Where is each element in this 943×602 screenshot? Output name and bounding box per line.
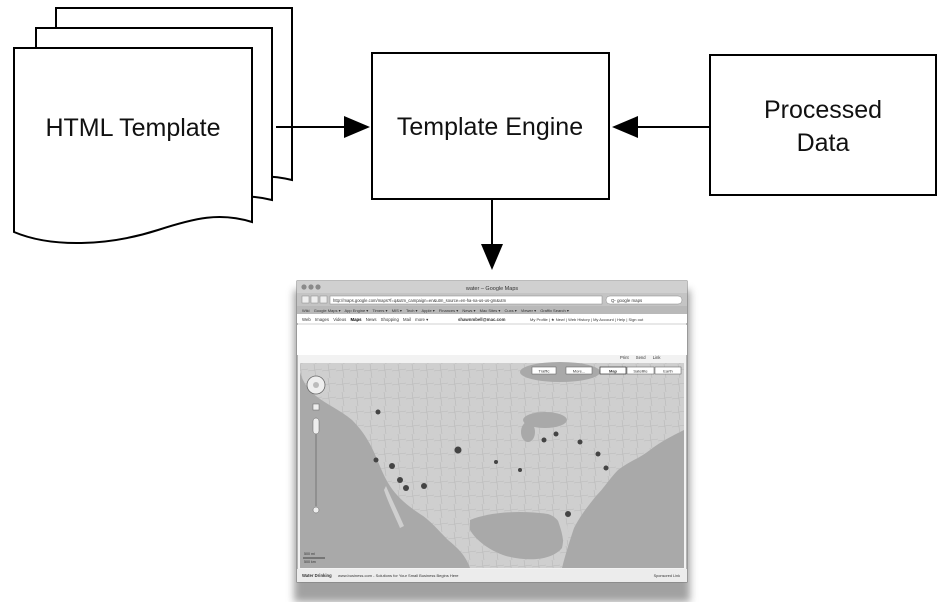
zoom-slider-thumb <box>312 417 320 435</box>
window-minimize-icon <box>308 284 314 290</box>
google-bar: Web Images Videos Maps News Shopping Mai… <box>302 317 429 322</box>
google-bar-item: Mail <box>403 317 411 322</box>
html-template-label: HTML Template <box>45 114 220 142</box>
document-front-sheet <box>13 47 253 245</box>
output-screenshot: water – Google Maps http://maps.google.c… <box>294 280 690 602</box>
link-link: Link <box>653 355 662 360</box>
sponsored-link-text: www.business.com - Solutions for Your Sm… <box>338 573 459 578</box>
bookmark-item: Google Maps ▾ <box>314 308 341 313</box>
map-pin-icon <box>603 465 609 471</box>
window-zoom-icon <box>315 284 321 290</box>
bookmark-item: Graffix Search ▾ <box>540 308 569 313</box>
arrowhead-icon <box>481 244 503 270</box>
processed-data-node: Processed Data <box>709 54 937 196</box>
forward-button <box>310 295 319 304</box>
google-bar-item: Web <box>302 317 311 322</box>
map-pin-icon <box>553 431 559 437</box>
scale-km: 500 km <box>304 560 316 564</box>
map-pin-icon <box>403 485 409 491</box>
processed-data-label-line1: Processed <box>764 96 882 124</box>
map-pin-icon <box>397 477 403 483</box>
map-pin-icon <box>577 439 583 445</box>
arrow-data-to-engine <box>612 116 710 138</box>
back-button <box>301 295 310 304</box>
map-pin-icon <box>389 463 395 469</box>
send-link: Send <box>636 355 646 360</box>
account-links: My Profile | ★ New! | Web History | My A… <box>530 317 644 322</box>
map-area: Traffic More... Map Satellite Earth 500 … <box>300 362 684 568</box>
search-field-text: Q- google maps <box>611 298 643 303</box>
address-bar <box>329 295 603 305</box>
map-pin-icon <box>454 446 462 454</box>
google-bar-item: Shopping <box>381 317 400 322</box>
zoom-in-icon <box>312 403 320 411</box>
earth-button-label: Earth <box>663 369 673 374</box>
more-button-label: More... <box>573 369 585 374</box>
google-bar-item: Images <box>315 317 329 322</box>
bookmark-item: App Engine ▾ <box>345 308 369 313</box>
arrow-template-to-engine <box>276 116 370 138</box>
gulf-of-mexico <box>470 512 564 560</box>
window-title: water – Google Maps <box>465 286 519 292</box>
bookmark-item: News ▾ <box>462 308 475 313</box>
bookmark-item: Mac Sites ▾ <box>480 308 501 313</box>
arrowhead-icon <box>612 116 638 138</box>
bookmark-item: Wiki <box>302 308 310 313</box>
template-engine-label: Template Engine <box>397 113 583 141</box>
print-link: Print <box>620 355 629 360</box>
html-template-node: HTML Template <box>13 7 293 245</box>
scale-miles: 500 mi <box>304 552 315 556</box>
bookmark-item: MIS ▾ <box>392 308 402 313</box>
add-bookmark-button <box>319 295 328 304</box>
map-pin-icon <box>595 451 601 457</box>
map-pin-icon <box>518 468 522 472</box>
sponsored-link-title: Water Drinking <box>302 573 332 578</box>
window-close-icon <box>301 284 307 290</box>
google-bar-item: Videos <box>333 317 346 322</box>
map-pin-icon <box>541 437 547 443</box>
traffic-button <box>531 366 557 375</box>
sponsored-link-label: Sponsored Link <box>654 574 680 578</box>
google-bar-item: News <box>366 317 377 322</box>
bookmark-item: Tech ▾ <box>406 308 418 313</box>
bookmark-item: Finances ▾ <box>439 308 458 313</box>
traffic-button-label: Traffic <box>539 369 550 374</box>
account-email: shawnmbell@mac.com <box>458 317 506 322</box>
map-links: Print Send Link <box>620 355 661 360</box>
arrow-engine-to-output <box>481 200 503 270</box>
satellite-button <box>626 366 655 375</box>
satellite-button-label: Satellite <box>633 369 648 374</box>
map-pin-icon <box>494 460 498 464</box>
zoom-out-icon <box>312 506 320 514</box>
bookmark-item: Apple ▾ <box>421 308 434 313</box>
map-pin-icon <box>373 457 379 463</box>
bookmark-item: Timers ▾ <box>372 308 387 313</box>
earth-button <box>654 366 682 375</box>
map-pins <box>373 409 609 517</box>
processed-data-box <box>709 54 937 196</box>
map-pin-icon <box>375 409 381 415</box>
map-pin-icon <box>565 511 571 517</box>
template-engine-box <box>371 52 610 200</box>
great-lakes <box>523 412 567 428</box>
bookmarks-bar: Wiki Google Maps ▾ App Engine ▾ Timers ▾… <box>302 308 569 313</box>
map-type-button-label: Map <box>609 369 618 374</box>
more-button <box>565 366 593 375</box>
google-bar-item: more ▾ <box>415 317 429 322</box>
map-pin-icon <box>421 483 427 489</box>
bookmark-item: Viewer ▾ <box>521 308 536 313</box>
bookmark-item: Cuxs ▾ <box>504 308 516 313</box>
google-bar-item: Maps <box>351 317 363 322</box>
map-type-button <box>599 366 627 375</box>
template-engine-node: Template Engine <box>371 52 610 200</box>
arrowhead-icon <box>344 116 370 138</box>
search-field <box>605 295 683 305</box>
processed-data-label-line2: Data <box>797 129 850 157</box>
address-url: http://maps.google.com/maps?f=q&utm_camp… <box>333 298 507 303</box>
